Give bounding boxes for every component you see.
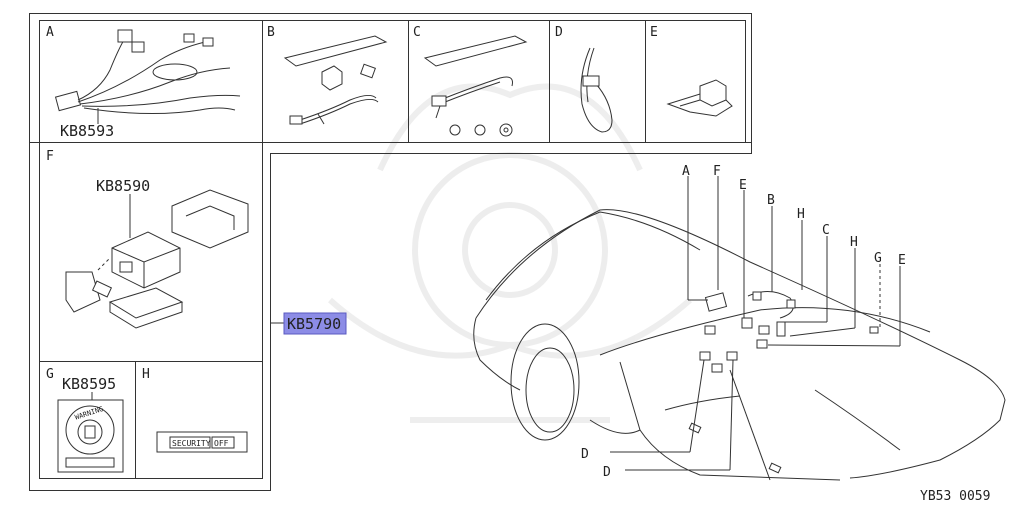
main-part-highlight xyxy=(283,312,347,335)
off-text: OFF xyxy=(214,439,229,448)
panel-letter-d: D xyxy=(555,25,563,40)
callout-h-upper: H xyxy=(797,207,805,222)
control-unit-illustration xyxy=(65,189,249,329)
part-number-a: KB8593 xyxy=(60,122,114,140)
panel-letter-a: A xyxy=(46,25,54,40)
callout-c: C xyxy=(822,223,830,238)
callout-b: B xyxy=(767,193,775,208)
kit-c-illustration xyxy=(423,35,528,137)
panel-letter-e: E xyxy=(650,25,658,40)
callout-f: F xyxy=(713,164,721,179)
callout-d-upper: D xyxy=(581,447,589,462)
callout-h-lower: H xyxy=(850,235,858,250)
panel-letter-g: G xyxy=(46,367,54,382)
main-part-number[interactable]: KB5790 xyxy=(287,315,341,333)
callout-e-upper: E xyxy=(739,178,747,193)
installed-components xyxy=(699,291,879,373)
watermark-emblem xyxy=(328,83,692,423)
panel-letter-b: B xyxy=(267,25,275,40)
panel-letter-c: C xyxy=(413,25,421,40)
clamp-illustration xyxy=(666,79,733,117)
panel-letter-f: F xyxy=(46,149,54,164)
security-sticker-illustration xyxy=(156,431,248,453)
reference-code: YB53 0059 xyxy=(920,489,990,504)
cable-tie-illustration xyxy=(580,47,613,133)
lower-left-box xyxy=(39,142,263,479)
kit-b-illustration xyxy=(283,35,388,125)
warning-sticker-illustration xyxy=(57,392,124,473)
part-number-f: KB8590 xyxy=(96,177,150,195)
left-frame xyxy=(29,142,752,491)
security-text: SECURITY xyxy=(172,439,211,448)
callout-g: G xyxy=(874,251,882,266)
part-number-g: KB8595 xyxy=(62,375,116,393)
harness-illustration xyxy=(54,29,241,124)
panel-letter-h: H xyxy=(142,367,150,382)
top-panels-box xyxy=(39,20,746,143)
leader-lines xyxy=(610,176,901,471)
callout-e-right: E xyxy=(898,253,906,268)
callout-a: A xyxy=(682,164,690,179)
vehicle-illustration xyxy=(473,209,1006,481)
callout-d-lower: D xyxy=(603,465,611,480)
top-frame xyxy=(29,13,752,143)
